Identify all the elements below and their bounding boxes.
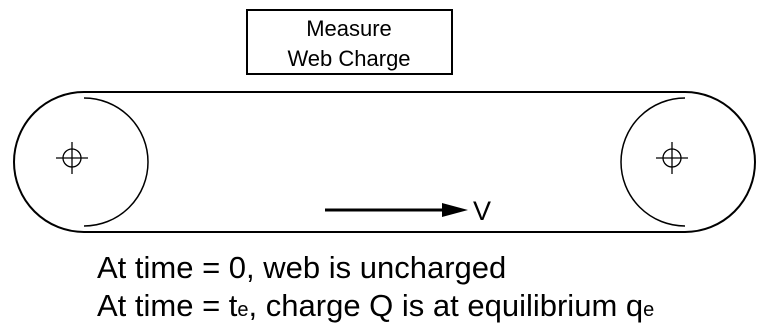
caption-line2-part2: , charge Q is at equilibrium q — [248, 288, 644, 323]
left-roller — [56, 97, 149, 227]
left-roller-axis-icon — [56, 142, 88, 174]
right-roller — [620, 97, 688, 227]
caption-line1: At time = 0, web is uncharged — [97, 250, 507, 285]
measure-sensor-box: Measure Web Charge — [246, 9, 453, 75]
sensor-label-line1: Measure — [306, 16, 392, 41]
web-right-wrap — [684, 91, 756, 233]
velocity-arrow — [325, 203, 468, 217]
web-left-wrap — [13, 91, 85, 233]
velocity-label: V — [473, 196, 491, 226]
right-roller-axis-icon — [656, 142, 688, 174]
caption-line2-part1: At time = t — [97, 288, 238, 323]
caption-line2-subscript-e2: e — [643, 299, 655, 321]
caption-line2: At time = te, charge Q is at equilibrium… — [97, 288, 654, 328]
caption-line2-subscript-e1: e — [237, 299, 249, 321]
sensor-label-line2: Web Charge — [287, 46, 410, 71]
